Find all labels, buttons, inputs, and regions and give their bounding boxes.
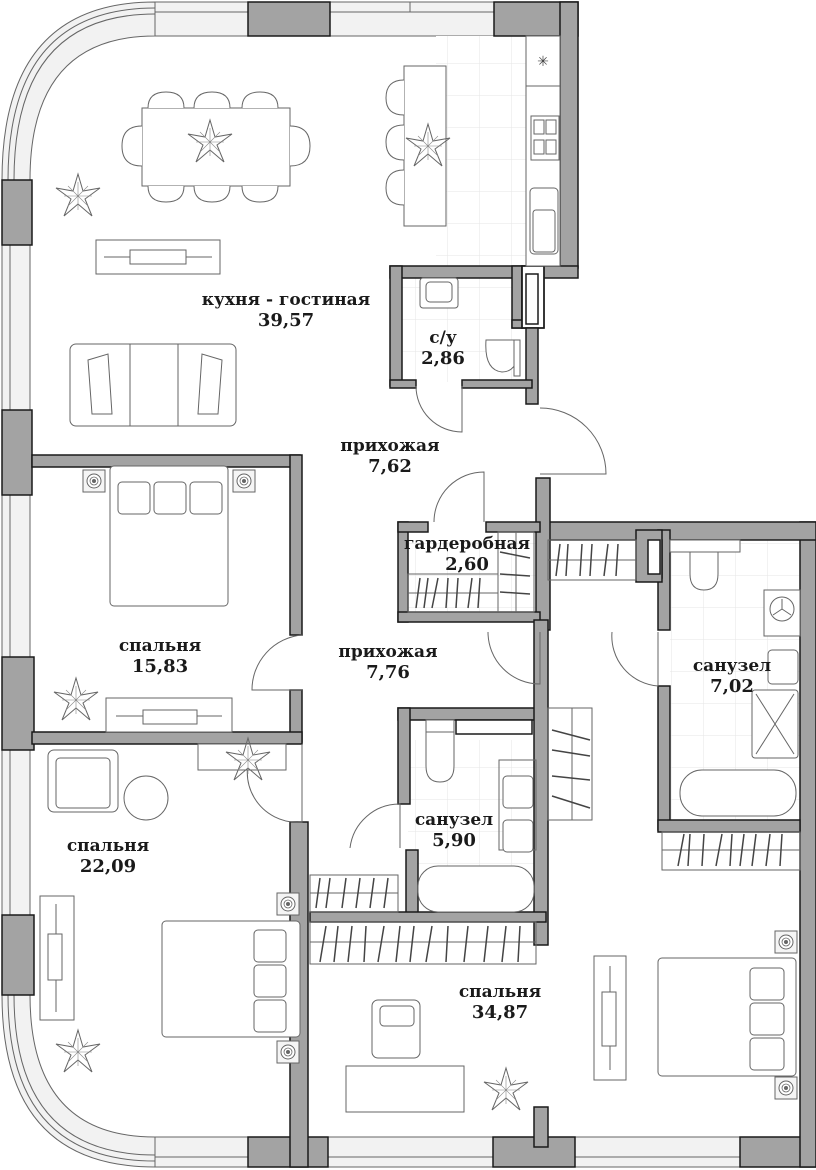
room-label-bedroom-2: спальня 22,09 <box>67 836 149 878</box>
room-name: кухня - гостиная <box>201 290 371 310</box>
room-label-wc: с/у 2,86 <box>421 328 465 370</box>
room-name: гардеробная <box>403 534 531 554</box>
wc-furniture <box>419 277 521 377</box>
room-area: 15,83 <box>131 656 189 678</box>
room-name: спальня <box>458 982 542 1002</box>
room-name: санузел <box>414 810 494 830</box>
room-area: 34,87 <box>471 1002 529 1024</box>
room-area: 2,86 <box>421 348 465 370</box>
kitchen-furniture: ✳ <box>55 35 561 427</box>
room-label-bedroom-1: спальня 15,83 <box>119 636 201 678</box>
tiled-floors <box>400 36 800 890</box>
room-name: прихожая <box>340 436 440 456</box>
bathroom-2-furniture <box>417 719 537 913</box>
room-label-bathroom-1: санузел 7,02 <box>693 656 771 698</box>
room-name: спальня <box>118 636 202 656</box>
bedroom-1-furniture <box>53 465 256 733</box>
room-label-hallway-2: прихожая 7,76 <box>338 642 437 684</box>
room-area: 39,57 <box>257 310 315 332</box>
svg-text:✳: ✳ <box>537 54 549 70</box>
room-label-hallway-1: прихожая 7,62 <box>340 436 439 478</box>
bedroom-3-furniture <box>345 930 798 1113</box>
room-area: 22,09 <box>79 856 137 878</box>
room-label-wardrobe: гардеробная 2,60 <box>404 534 530 576</box>
room-name: санузел <box>692 656 772 676</box>
room-label-bedroom-3: спальня 34,87 <box>459 982 541 1024</box>
room-area: 5,90 <box>432 830 476 852</box>
room-name: спальня <box>66 836 150 856</box>
room-area: 7,02 <box>710 676 754 698</box>
room-name: с/у <box>429 328 457 348</box>
room-area: 7,62 <box>368 456 412 478</box>
room-name: прихожая <box>338 642 438 662</box>
room-label-bathroom-2: санузел 5,90 <box>415 810 493 852</box>
bathroom-1-furniture <box>669 539 801 817</box>
wardrobe-shelves <box>309 531 801 965</box>
room-label-kitchen-living: кухня - гостиная 39,57 <box>202 290 370 332</box>
room-area: 7,76 <box>366 662 410 684</box>
bedroom-2-furniture <box>39 737 301 1073</box>
room-area: 2,60 <box>445 554 489 576</box>
doors <box>246 385 659 849</box>
